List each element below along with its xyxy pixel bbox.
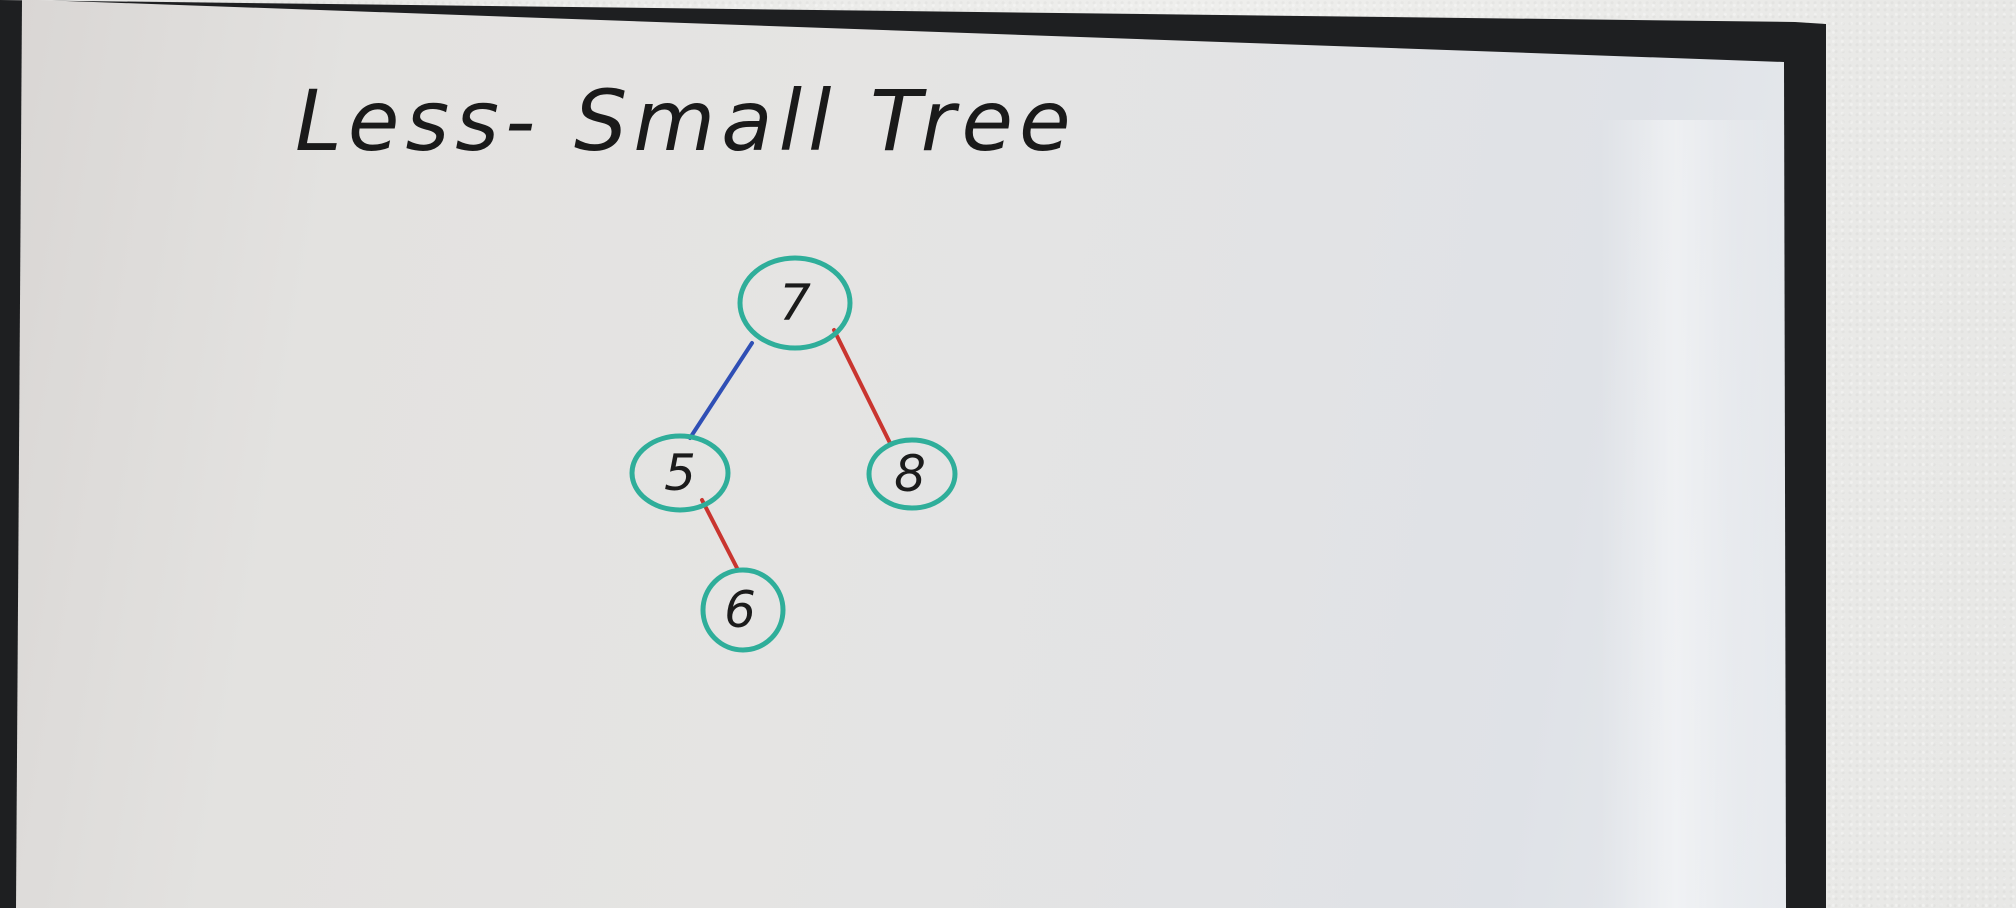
tree-node-5: 5 <box>629 433 731 513</box>
node-label-6: 6 <box>724 581 756 639</box>
edge-7-to-5 <box>688 341 754 440</box>
tree-node-7: 7 <box>737 255 853 351</box>
node-outline <box>866 437 958 511</box>
node-outline <box>629 433 731 513</box>
tree-node-6: 6 <box>700 567 786 653</box>
node-label-8: 8 <box>894 445 926 503</box>
edge-7-to-8 <box>832 328 892 445</box>
diagram-title: Less- Small Tree <box>295 72 1077 170</box>
node-outline <box>700 567 786 653</box>
edge-5-to-6 <box>700 498 739 570</box>
tree-node-8: 8 <box>866 437 958 511</box>
node-outline <box>737 255 853 351</box>
whiteboard-surface <box>16 0 1786 908</box>
node-label-5: 5 <box>664 444 696 502</box>
node-label-7: 7 <box>779 274 811 332</box>
